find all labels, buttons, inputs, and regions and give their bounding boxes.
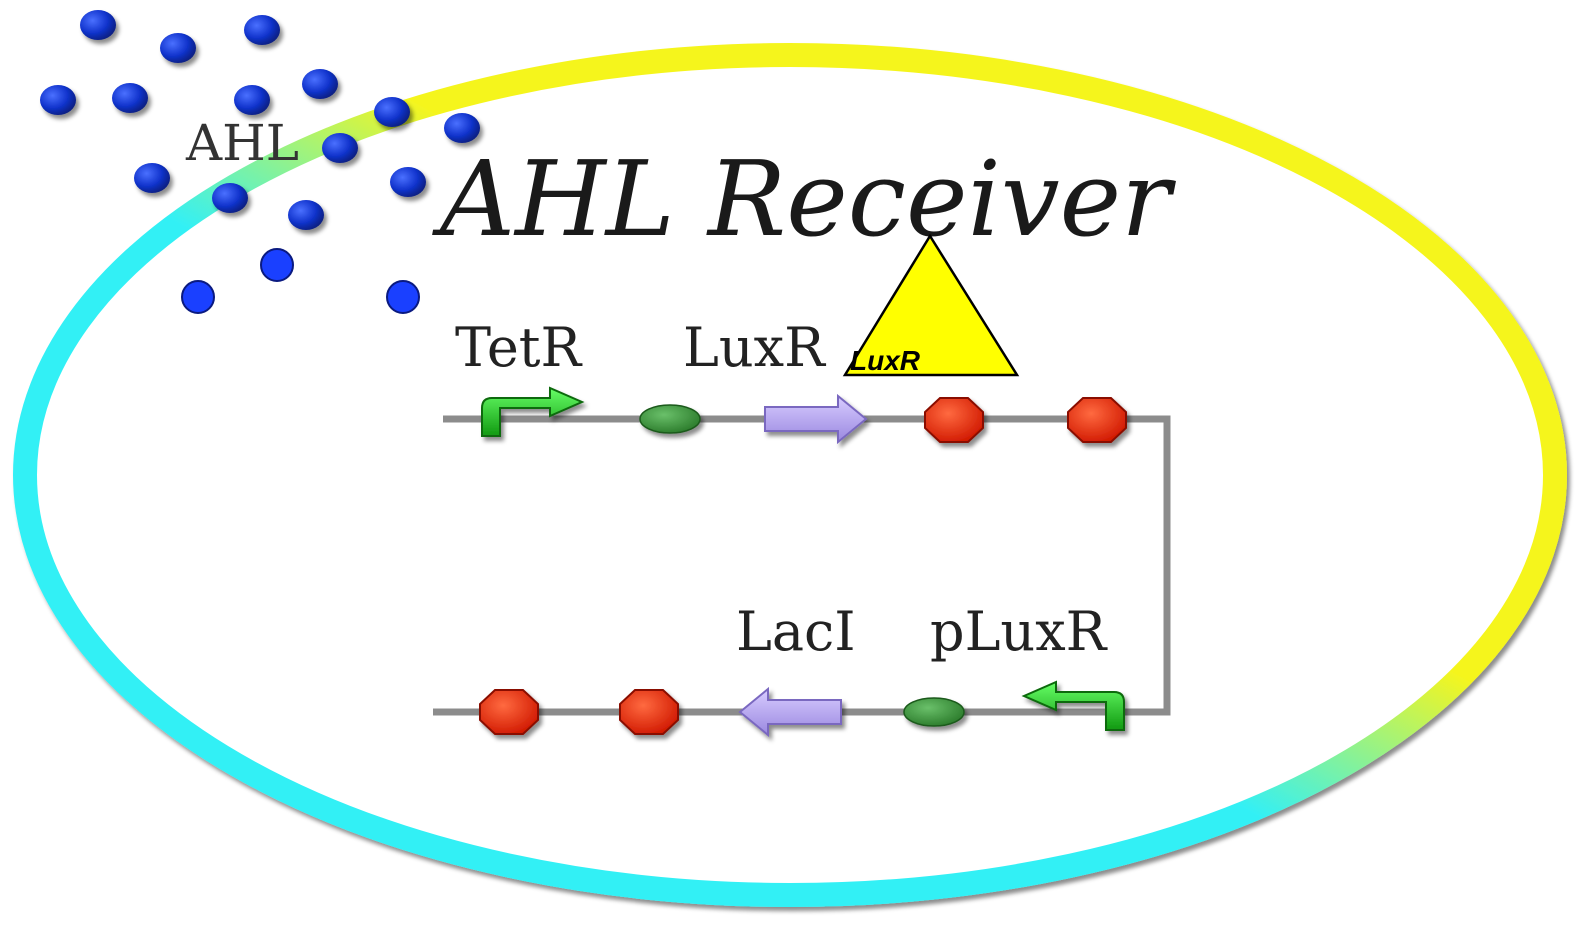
ahl-molecule-icon	[390, 167, 426, 197]
ahl-molecule-icon	[244, 15, 280, 45]
laci-gene-label: LacI	[736, 600, 856, 663]
top-circuit	[481, 386, 1127, 445]
ahl-molecule-icon	[134, 163, 170, 193]
ahl-molecule-icon	[260, 248, 294, 282]
diagram-title: AHL Receiver	[432, 138, 1176, 260]
ahl-molecule-icon	[374, 97, 410, 127]
ahl-molecule-icon	[181, 280, 215, 314]
laci-coding-arrow-icon	[738, 686, 842, 738]
ahl-molecule-icon	[212, 183, 248, 213]
luxr-triangle-icon	[842, 233, 1020, 377]
tetr-promoter-arrow-icon	[481, 386, 585, 437]
ahl-molecule-icon	[80, 10, 116, 40]
ahl-molecule-icon	[322, 133, 358, 163]
ahl-molecule-icon	[234, 85, 270, 115]
ahl-molecule-icon	[160, 33, 196, 63]
ahl-molecule-icon	[444, 113, 480, 143]
ahl-molecule-icon	[302, 69, 338, 99]
terminator-icon	[924, 397, 984, 443]
ahl-molecule-icon	[386, 280, 420, 314]
ahl-molecule-icon	[40, 85, 76, 115]
luxr-protein: LuxR	[842, 233, 1020, 377]
ahl-molecules	[40, 10, 480, 230]
terminator-icon	[619, 689, 679, 735]
ahl-molecule-icon	[288, 200, 324, 230]
luxr-protein-label: LuxR	[850, 345, 921, 376]
rbs-icon	[903, 697, 965, 727]
tetr-promoter-label: TetR	[455, 316, 582, 379]
rbs-icon	[639, 404, 701, 434]
ahl-molecule-icon	[112, 83, 148, 113]
cell-membrane	[13, 43, 1567, 907]
terminator-icon	[479, 689, 539, 735]
bottom-circuit	[479, 680, 1125, 738]
luxr-coding-arrow-icon	[764, 393, 868, 445]
ahl-bound-molecules	[181, 248, 420, 314]
ahl-label: AHL	[185, 114, 299, 172]
terminator-icon	[1067, 397, 1127, 443]
luxr-gene-label: LuxR	[683, 316, 826, 379]
pluxr-promoter-arrow-icon	[1021, 680, 1125, 731]
pluxr-promoter-label: pLuxR	[930, 600, 1108, 663]
